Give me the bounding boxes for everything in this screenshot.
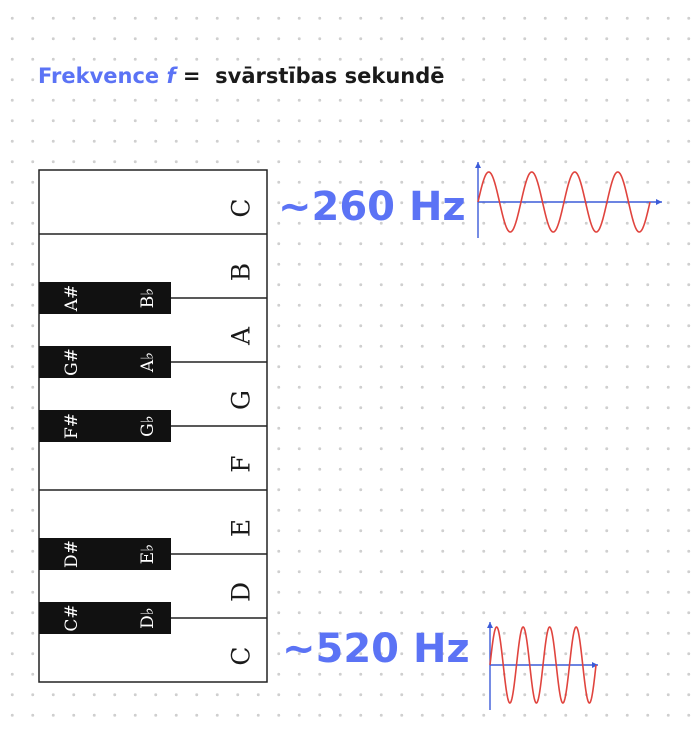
black-key xyxy=(39,282,171,314)
white-key-label-a: A xyxy=(227,326,256,346)
x-axis-arrow xyxy=(656,199,662,205)
frequency-definition: svārstības sekundē xyxy=(215,64,445,88)
black-key xyxy=(39,410,171,442)
sine-wave-high xyxy=(475,162,662,238)
black-key-flat-label: B♭ xyxy=(138,288,158,309)
black-key-sharp-label: G# xyxy=(62,348,82,376)
black-key-flat-label: G♭ xyxy=(138,415,158,437)
black-key-flat-label: A♭ xyxy=(138,352,158,373)
black-key-sharp-label: C# xyxy=(62,604,82,631)
sine-wave-curve xyxy=(489,626,597,704)
black-key xyxy=(39,346,171,378)
black-key-flat-label: E♭ xyxy=(138,544,158,564)
white-key-label-c: C xyxy=(227,198,256,217)
x-axis-arrow xyxy=(592,662,598,668)
black-key-sharp-label: D# xyxy=(62,540,82,568)
white-key-label-g: G xyxy=(227,390,256,410)
sine-wave-low xyxy=(487,622,598,710)
sine-wave-curve xyxy=(477,171,651,233)
frequency-high-label: ~260 Hz xyxy=(278,184,466,230)
black-key-flat-label: D♭ xyxy=(138,607,158,629)
equals-sign: = xyxy=(182,64,201,88)
black-key-sharp-label: A# xyxy=(62,285,82,313)
frequency-low-label: ~520 Hz xyxy=(282,626,470,672)
black-key xyxy=(39,602,171,634)
page-title: Frekvence f = svārstības sekundē xyxy=(38,62,449,92)
frequency-symbol: f xyxy=(166,64,176,88)
white-key-label-d: D xyxy=(227,582,256,602)
white-key-label-b: B xyxy=(227,263,256,281)
white-key-label-e: E xyxy=(227,519,256,537)
black-key-sharp-label: F# xyxy=(62,413,82,439)
black-key xyxy=(39,538,171,570)
frequency-label: Frekvence xyxy=(38,64,160,88)
white-key-label-f: F xyxy=(227,455,256,472)
white-key-label-c: C xyxy=(227,646,256,665)
y-axis-arrow xyxy=(487,622,493,628)
y-axis-arrow xyxy=(475,162,481,168)
